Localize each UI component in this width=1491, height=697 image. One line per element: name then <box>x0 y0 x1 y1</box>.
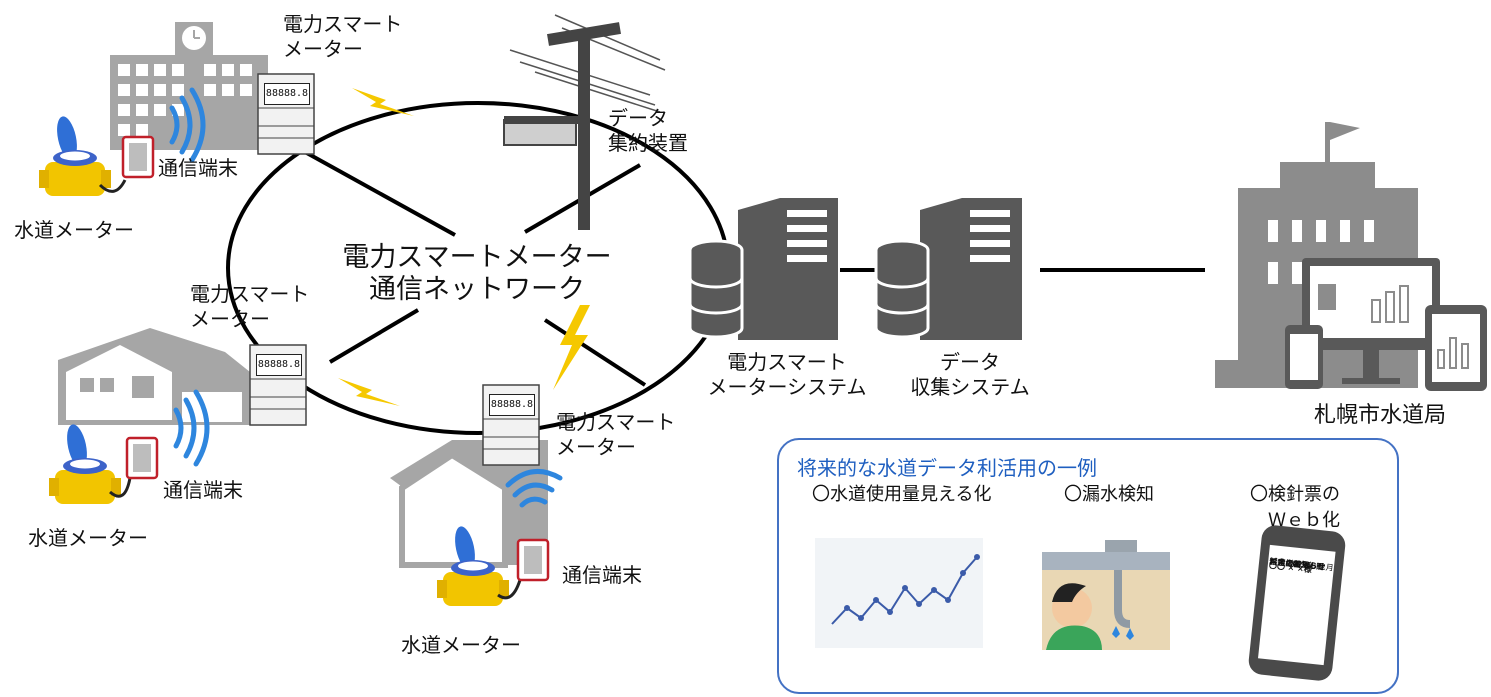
smart-meter-label-mid: 電力スマート メーター <box>190 282 309 332</box>
smart-meter-system-line2: メーターシステム <box>707 375 867 399</box>
lightning-icon-3 <box>553 305 590 390</box>
comm-terminal-label-2: 通信端末 <box>163 478 243 502</box>
data-concentrator-label: データ 集約装置 <box>608 106 688 156</box>
lightning-icon-2 <box>338 378 400 406</box>
smart-meter-system-line1: 電力スマート <box>727 350 847 374</box>
database-icon-2 <box>874 239 930 339</box>
smart-meter-display-3: 88888.8 <box>489 394 535 416</box>
database-icon <box>688 239 744 339</box>
smartphone-icon <box>1285 325 1323 389</box>
water-meter-label-3: 水道メーター <box>401 633 521 657</box>
comm-terminal-icon <box>121 135 155 179</box>
smart-meter-label-mid-line2: メーター <box>190 307 270 331</box>
comm-terminal-icon-3 <box>516 538 550 582</box>
data-collection-line1: データ <box>940 350 1000 374</box>
network-label: 電力スマートメーター 通信ネットワーク <box>318 242 636 306</box>
school-building-icon <box>110 22 268 150</box>
network-label-line1: 電力スマートメーター <box>342 242 612 273</box>
usecase-title: 将来的な水道データ利活用の一例 <box>797 456 1097 480</box>
line-chart-icon <box>815 538 983 648</box>
wifi-icon-2 <box>173 389 210 467</box>
house-icon-2 <box>390 440 548 568</box>
data-concentrator-line2: 集約装置 <box>608 131 688 155</box>
usecase-visualization: 〇水道使用量見える化 <box>812 484 992 505</box>
monitor-icon <box>1302 258 1440 384</box>
utility-pole-icon <box>503 14 666 230</box>
usecase-leak-detection: 〇漏水検知 <box>1064 484 1154 505</box>
smartphone-notice-icon <box>1248 525 1346 681</box>
smart-meter-label-bottom: 電力スマート メーター <box>556 410 675 460</box>
smart-meter-label-bottom-line2: メーター <box>556 435 636 459</box>
water-meter-label-2: 水道メーター <box>28 526 148 550</box>
usecase-box <box>777 438 1399 694</box>
wifi-icon <box>169 87 206 163</box>
network-label-line2: 通信ネットワーク <box>369 274 585 305</box>
tablet-icon <box>1425 305 1487 391</box>
data-collection-system-label: データ 収集システム <box>890 350 1050 400</box>
waterworks-bureau-label: 札幌市水道局 <box>1313 403 1446 428</box>
smart-meter-label-top: 電力スマート メーター <box>283 12 402 62</box>
smart-meter-system-label: 電力スマート メーターシステム <box>692 350 882 400</box>
comm-terminal-label-3: 通信端末 <box>562 563 642 587</box>
smart-meter-label-bottom-line1: 電力スマート <box>556 410 676 434</box>
comm-terminal-icon-2 <box>125 436 159 480</box>
water-meter-icon <box>39 114 111 196</box>
usecase-web-bill-line1: 〇検針票の <box>1250 484 1340 505</box>
comm-terminal-label: 通信端末 <box>158 156 238 180</box>
house-icon <box>58 328 250 425</box>
usecase-web-bill-line2: Ｗｅｂ化 <box>1268 510 1340 531</box>
smart-meter-display: 88888.8 <box>264 83 310 105</box>
smart-meter-label-mid-line1: 電力スマート <box>190 282 310 306</box>
server-icon <box>738 198 838 340</box>
data-collection-line2: 収集システム <box>910 375 1030 399</box>
wifi-icon-3 <box>505 468 563 508</box>
data-concentrator-line1: データ <box>608 106 668 130</box>
leak-illustration-icon <box>1042 540 1170 650</box>
server-icon-2 <box>920 198 1022 340</box>
water-meter-label: 水道メーター <box>14 218 134 242</box>
smart-meter-label-line1: 電力スマート <box>283 12 403 36</box>
smart-meter-display-2: 88888.8 <box>256 354 302 376</box>
smart-meter-label-line2: メーター <box>283 37 363 61</box>
